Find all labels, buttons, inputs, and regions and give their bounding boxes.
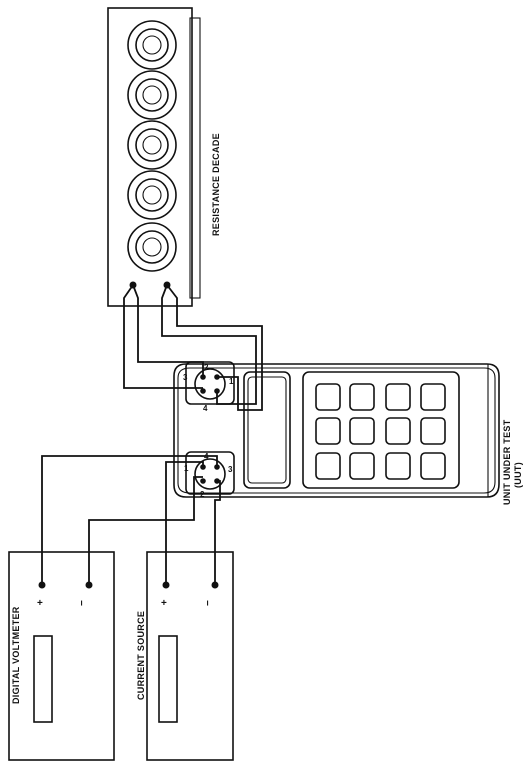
wire-decade-right-b [166,284,263,411]
dvm-display [33,635,53,723]
current-source-display [158,635,178,723]
resistance-decade-edge [189,17,201,299]
resistance-decade: RESISTANCE DECADE [107,7,221,307]
unit-under-test: UNIT UNDER TEST (UUT) [173,363,523,505]
uut-body-inner [177,367,496,494]
wires [41,284,263,585]
wire-dvm-plus [41,455,218,585]
uut-key [385,452,411,480]
connector-bottom-pin-2: 2 [200,490,205,499]
wire-dvm-minus [88,476,203,585]
uut-body [173,363,500,498]
resistance-decade-label: RESISTANCE DECADE [211,133,221,236]
current-source-box [146,551,234,761]
current-source-label: CURRENT SOURCE [136,611,146,700]
uut-key [385,417,411,445]
dvm-minus-sign: − [77,600,88,606]
digital-voltmeter: + − DIGITAL VOLTMETER [8,551,115,761]
uut-key [349,452,375,480]
connector-top-pin-2: 2 [204,363,209,372]
cs-minus-sign: − [203,600,214,606]
uut-keys [315,383,446,480]
connector-top-pin-3: 3 [183,373,188,382]
wire-cs-minus [214,480,221,585]
dvm-box [8,551,115,761]
decade-knob-1 [127,20,177,70]
dvm-label: DIGITAL VOLTMETER [11,606,21,704]
uut-keypad [302,371,460,489]
uut-key [420,383,446,411]
connector-bottom-housing [185,451,235,495]
uut-key [420,452,446,480]
uut-key [420,417,446,445]
decade-knob-3 [127,120,177,170]
cs-plus-sign: + [161,598,167,609]
wire-decade-right-a [161,284,257,405]
connector-bottom: 1 2 3 4 [184,451,235,499]
current-source: + − CURRENT SOURCE [136,551,234,761]
uut-label-line2: (UUT) [513,462,523,488]
uut-key [349,417,375,445]
connector-bottom-ring [194,458,226,490]
uut-key [385,383,411,411]
wire-decade-left-a [123,284,203,389]
uut-key [349,383,375,411]
connector-top-pin-1: 1 [229,377,234,386]
uut-display [243,371,291,489]
wire-decade-left-b [132,284,204,377]
resistance-decade-box [107,7,193,307]
connector-top-ring [194,368,226,400]
wire-cs-plus [165,461,204,585]
connector-top-housing [185,361,235,405]
decade-knob-4 [127,170,177,220]
connector-bottom-pin-1: 1 [184,464,189,473]
uut-key [315,417,341,445]
decade-knob-2 [127,70,177,120]
decade-knob-5 [127,222,177,272]
connector-top-pin-4: 4 [203,404,208,413]
connector-bottom-pin-3: 3 [228,465,233,474]
uut-key [315,452,341,480]
dvm-plus-sign: + [37,598,43,609]
uut-label-line1: UNIT UNDER TEST [502,419,512,505]
connector-top: 1 2 3 4 [183,361,235,413]
uut-key [315,383,341,411]
